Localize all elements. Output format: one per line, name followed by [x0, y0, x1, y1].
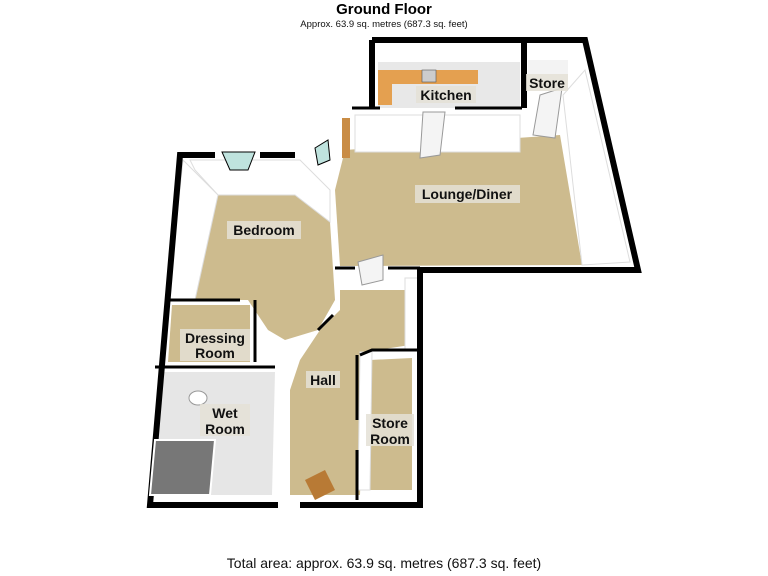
- wet-room-label-line1: Wet: [212, 405, 238, 421]
- bedroom-label: Bedroom: [233, 222, 294, 238]
- store-room-label-line2: Room: [370, 431, 410, 447]
- door: [419, 111, 446, 159]
- lounge-right-wall: [562, 68, 631, 266]
- bedroom-back-wall: [189, 159, 331, 224]
- front-door: [305, 470, 335, 500]
- dressing-room-label-line2: Room: [195, 345, 235, 361]
- kitchen-label: Kitchen: [420, 87, 471, 103]
- hall-label: Hall: [310, 372, 336, 388]
- hall-right-wall: [404, 277, 419, 351]
- wet-room-label-line2: Room: [205, 421, 245, 437]
- floor-area-subtitle: Approx. 63.9 sq. metres (687.3 sq. feet): [300, 19, 468, 30]
- dressing-room-label-line1: Dressing: [185, 330, 245, 346]
- store-label: Store: [529, 75, 565, 91]
- window: [314, 139, 331, 166]
- door: [342, 118, 350, 158]
- hall-floor: [290, 290, 410, 495]
- floor-title: Ground Floor: [336, 1, 432, 18]
- inner-walls: [155, 106, 522, 500]
- shower-screen: [148, 439, 217, 496]
- outer-walls: [146, 37, 642, 508]
- door: [357, 254, 384, 286]
- lounge-diner-label: Lounge/Diner: [422, 186, 513, 202]
- total-area-footer: Total area: approx. 63.9 sq. metres (687…: [226, 555, 542, 571]
- room-labels: Kitchen Store Lounge/Diner Bedroom Dress…: [180, 74, 568, 447]
- window: [221, 151, 256, 171]
- door: [532, 87, 563, 139]
- toilet-icon: [188, 390, 208, 406]
- hob-icon: [421, 69, 437, 83]
- store-room-label-line1: Store: [372, 415, 408, 431]
- kitchen-worktop-side: [378, 70, 392, 105]
